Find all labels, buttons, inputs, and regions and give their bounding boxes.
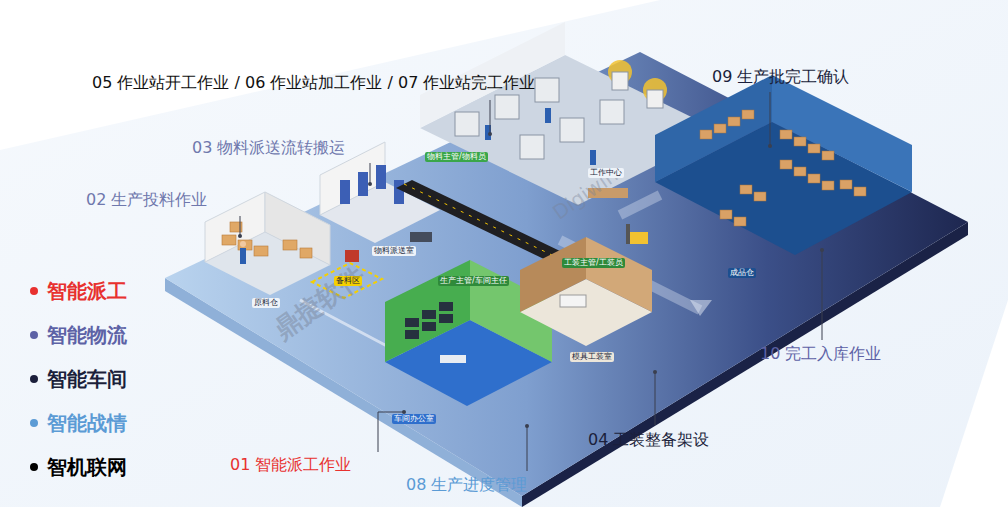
callout-label: 08 生产进度管理 <box>406 475 527 494</box>
screen-wall <box>405 302 453 339</box>
legend-item: 智能派工 <box>30 279 127 303</box>
sign-board: 生产主管/车间主任 <box>438 276 509 286</box>
shelf-racks <box>340 165 404 204</box>
room-tag: 模具工装室 <box>570 352 614 362</box>
sign-board: 物料主管/物料员 <box>425 152 488 162</box>
tooling-wall <box>520 237 586 312</box>
legend-text: 智能车间 <box>47 367 127 391</box>
legend-item: 智能战情 <box>30 411 127 435</box>
legend-text: 智机联网 <box>47 455 127 479</box>
legend-swatch <box>30 375 38 383</box>
room-tag: 物料派送室 <box>372 246 416 256</box>
material-boxes <box>222 222 312 258</box>
legend-swatch <box>30 331 38 339</box>
worker-figures <box>485 108 596 165</box>
callout-label: 05 作业站开工作业 / 06 作业站加工作业 / 07 作业站完工作业 <box>92 73 535 92</box>
room-tag: 成品仓 <box>728 268 756 278</box>
conveyor-marks <box>404 184 554 256</box>
warehouse-wall <box>655 75 772 182</box>
tool-table <box>560 295 586 307</box>
forklift <box>630 232 648 244</box>
room-tag: 原料仓 <box>252 298 280 308</box>
forklift-mast <box>626 224 630 244</box>
terminal-screen <box>410 232 432 242</box>
legend-text: 智能物流 <box>47 323 127 347</box>
leader-dots <box>238 132 824 428</box>
platform <box>165 52 968 496</box>
room-tag: 车间办公室 <box>392 414 436 424</box>
warehouse-wall <box>772 75 912 192</box>
legend-swatch <box>30 463 38 471</box>
worker-head <box>240 241 246 247</box>
room-tag: 备料区 <box>334 276 362 286</box>
worker-figure <box>240 248 246 264</box>
legend-text: 智能派工 <box>47 279 127 303</box>
cart <box>345 250 359 262</box>
warehouse-boxes <box>700 110 866 226</box>
legend-text: 智能战情 <box>47 411 127 435</box>
callout-label: 09 生产批完工确认 <box>712 67 849 86</box>
desk <box>440 355 466 363</box>
sign-board: 工装主管/工装员 <box>562 258 625 268</box>
legend-item: 智能车间 <box>30 367 127 391</box>
callout-label: 04 工装整备架设 <box>588 430 709 449</box>
callout-label: 01 智能派工作业 <box>230 455 351 474</box>
legend-item: 智机联网 <box>30 455 127 479</box>
room-tag: 工作中心 <box>588 168 624 178</box>
legend-swatch <box>30 287 38 295</box>
callout-label: 10 完工入库作业 <box>760 344 881 363</box>
callout-label: 02 生产投料作业 <box>86 190 207 209</box>
floor-arrow <box>690 300 712 316</box>
tooling-wall <box>586 237 652 312</box>
callout-label: 03 物料派送流转搬运 <box>192 138 345 157</box>
conveyor <box>396 180 562 260</box>
legend-swatch <box>30 419 38 427</box>
legend-item: 智能物流 <box>30 323 127 347</box>
watermark: 鼎捷软件 <box>268 260 371 345</box>
